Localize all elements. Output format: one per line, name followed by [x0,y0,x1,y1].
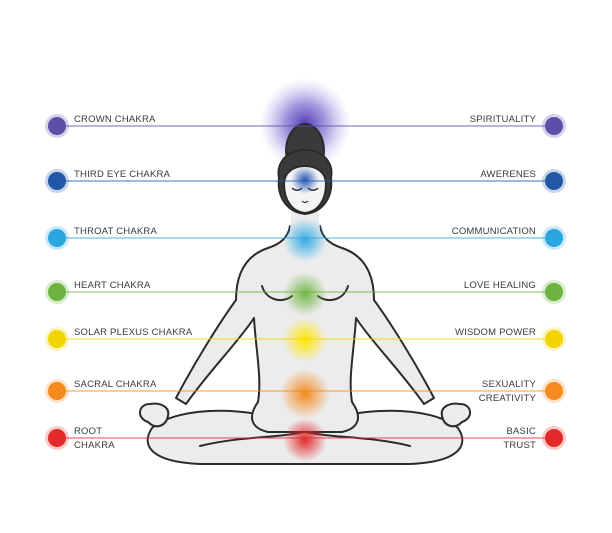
solar-plexus-left-label: SOLAR PLEXUS CHAKRA [74,326,192,340]
throat-right-dot [545,229,563,247]
solar-plexus-left-label-line: SOLAR PLEXUS CHAKRA [74,327,193,338]
heart-left-label: HEART CHAKRA [74,279,150,293]
root-right-dot [545,429,563,447]
throat-left-label-line: THROAT CHAKRA [74,226,158,237]
root-left-label-line: ROOT [74,426,103,437]
root-right-label-line: TRUST [503,440,536,451]
heart-left-label-line: HEART CHAKRA [74,280,151,291]
sacral-right-label: SEXUALITY CREATIVITY [479,378,536,406]
third-eye-right-label-line: AWERENES [480,169,536,180]
third-eye-right-dot [545,172,563,190]
throat-right-label-line: COMMUNICATION [451,226,536,237]
third-eye-left-dot [48,172,66,190]
heart-left-dot [48,283,66,301]
solar-plexus-glow [283,318,327,362]
third-eye-glow [291,166,319,194]
heart-right-label: LOVE HEALING [464,279,536,293]
root-right-label: BASIC TRUST [503,425,536,453]
root-right-label-line: BASIC [506,426,536,437]
third-eye-left-label: THIRD EYE CHAKRA [74,168,170,182]
third-eye-left-label-line: THIRD EYE CHAKRA [74,169,171,180]
solar-plexus-right-label: WISDOM POWER [455,326,536,340]
sacral-right-label-line: CREATIVITY [478,393,536,404]
throat-glow [283,218,327,262]
sacral-left-label: SACRAL CHAKRA [74,378,157,392]
heart-right-label-line: LOVE HEALING [463,280,536,291]
throat-right-label: COMMUNICATION [452,225,536,239]
crown-left-dot [48,117,66,135]
third-eye-right-label: AWERENES [480,168,536,182]
crown-left-label: CROWN CHAKRA [74,113,156,127]
sacral-right-label-line: SEXUALITY [481,379,536,390]
solar-plexus-left-dot [48,330,66,348]
crown-left-label-line: CROWN CHAKRA [74,114,156,125]
crown-right-dot [545,117,563,135]
crown-right-label-line: SPIRITUALITY [469,114,536,125]
sacral-right-dot [545,382,563,400]
crown-right-label: SPIRITUALITY [470,113,536,127]
root-left-label-line: CHAKRA [74,440,115,451]
root-glow [283,418,327,462]
sacral-left-label-line: SACRAL CHAKRA [74,379,157,390]
sacral-left-dot [48,382,66,400]
root-left-dot [48,429,66,447]
solar-plexus-right-label-line: WISDOM POWER [454,327,536,338]
throat-left-label: THROAT CHAKRA [74,225,157,239]
throat-left-dot [48,229,66,247]
root-left-label: ROOT CHAKRA [74,425,115,453]
mouth-icon [301,200,309,204]
solar-plexus-right-dot [545,330,563,348]
heart-right-dot [545,283,563,301]
heart-glow [283,272,327,316]
sacral-glow [280,369,330,419]
